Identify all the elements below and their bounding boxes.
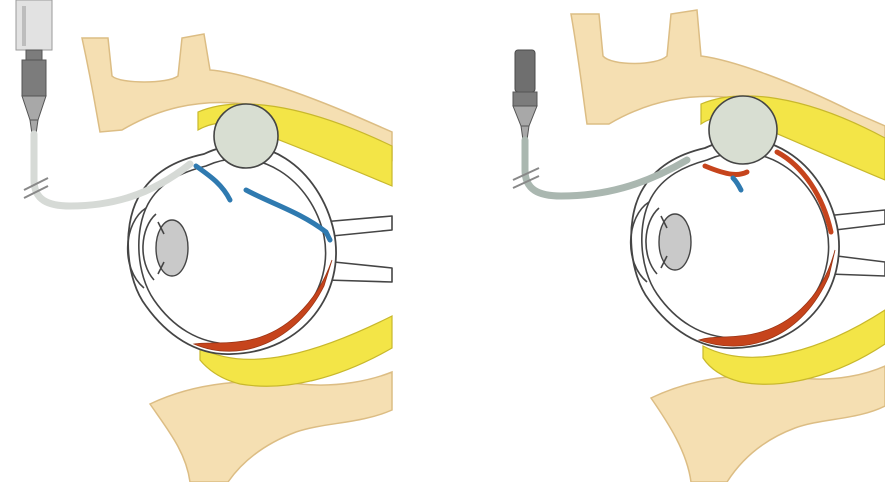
syringe-hub bbox=[513, 92, 537, 106]
panel-before bbox=[0, 0, 442, 482]
syringe-plunger-stripe bbox=[22, 6, 26, 46]
syringe-neck bbox=[26, 50, 42, 60]
panel-before-svg bbox=[0, 0, 442, 482]
panel-after bbox=[443, 0, 885, 482]
syringe-tip bbox=[513, 106, 537, 126]
gas-bubble bbox=[214, 104, 278, 168]
syringe-hub bbox=[22, 60, 46, 96]
syringe-tip bbox=[22, 96, 46, 120]
gas-bubble bbox=[709, 96, 777, 164]
syringe-barrel-short bbox=[515, 50, 535, 92]
lower-orbital-bone bbox=[150, 372, 392, 482]
panel-after-svg bbox=[443, 0, 885, 482]
syringe-barrel bbox=[16, 0, 52, 50]
